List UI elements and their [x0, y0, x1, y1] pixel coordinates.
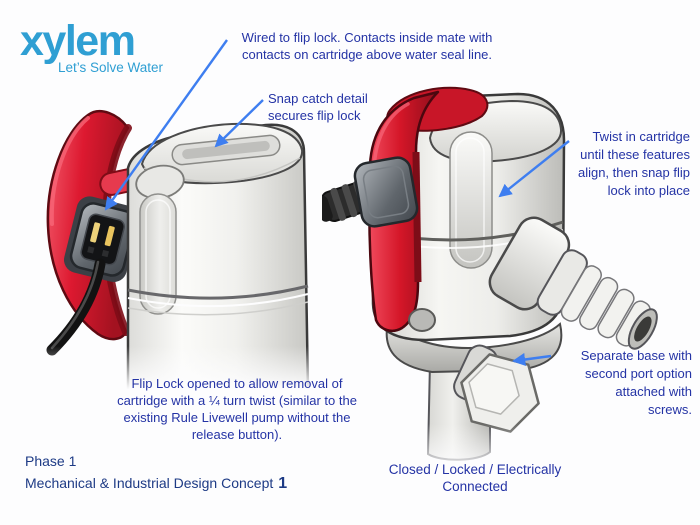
- annotation-twist-in-cartridge: Twist in cartridge until these features …: [577, 129, 690, 198]
- gold-contact-right: [104, 225, 115, 247]
- annotation-separate-base: Separate base with second port option at…: [580, 348, 692, 417]
- footer-concept-number: 1: [278, 475, 288, 492]
- footer: Phase 1 Mechanical & Industrial Design C…: [25, 450, 287, 495]
- strap-end-boss: [408, 308, 436, 332]
- xylem-logo: xylem Let’s Solve Water: [20, 17, 164, 76]
- outlet-port: [488, 216, 658, 350]
- alignment-feature-groove: [449, 131, 493, 269]
- electrical-connector: [64, 196, 140, 283]
- xylem-tagline: Let’s Solve Water: [58, 60, 164, 75]
- annotation-wired-to-flip-lock: Wired to flip lock. Contacts inside mate…: [241, 30, 493, 62]
- annotation-flip-lock-open: Flip Lock opened to allow removal of car…: [117, 376, 357, 442]
- caption-closed-locked-connected: Closed / Locked / Electrically Connected: [388, 462, 562, 494]
- hex-plug-second-port: [453, 344, 540, 433]
- gold-contact-left: [90, 222, 101, 243]
- footer-concept-label: Mechanical & Industrial Design Concept: [25, 475, 274, 491]
- electrical-connector-housing: [353, 156, 419, 228]
- footer-phase: Phase 1: [25, 453, 77, 469]
- annotation-snap-catch: Snap catch detail secures flip lock: [268, 91, 368, 123]
- locked-pump-illustration: [322, 86, 658, 482]
- open-cartridge-illustration: [36, 110, 321, 397]
- xylem-wordmark: xylem: [20, 17, 136, 65]
- power-cable: [46, 258, 106, 356]
- cartridge-seam: [127, 284, 309, 300]
